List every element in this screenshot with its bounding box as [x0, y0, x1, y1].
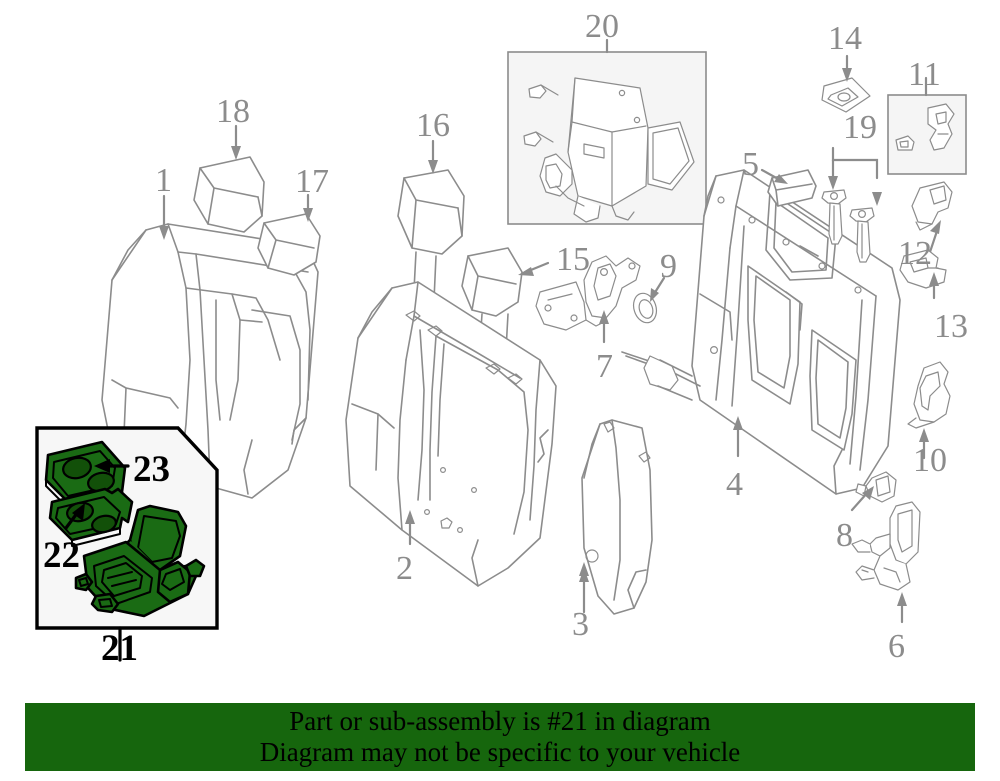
part-3-seat-back-side-trim: [579, 419, 653, 615]
part-2-seat-back-panel: [345, 281, 557, 587]
banner-line-disclaimer: Diagram may not be specific to your vehi…: [259, 737, 741, 767]
diagram-notice-banner: Part or sub-assembly is #21 in diagram D…: [25, 703, 975, 771]
callout-12: 12: [898, 235, 932, 272]
callout-13: 13: [934, 308, 968, 345]
callout-5: 5: [742, 146, 759, 183]
callout-21: 21: [101, 628, 138, 669]
part-10-seat-latch-hook: [907, 361, 951, 460]
part-17-head-restraint-guide-cover: [257, 193, 321, 276]
part-14-escutcheon-bezel: [821, 54, 871, 113]
callout-9: 9: [660, 248, 677, 285]
inset-box-21-highlight: [35, 426, 219, 662]
callout-17: 17: [295, 163, 329, 200]
callout-22: 22: [43, 535, 80, 576]
callout-18: 18: [216, 93, 250, 130]
part-16-head-restraint-large: [397, 139, 465, 301]
callout-19: 19: [843, 109, 877, 146]
part-21-center-armrest-assembly: [74, 504, 206, 618]
part-19-mounting-bolts: [821, 146, 882, 263]
callout-4: 4: [726, 466, 743, 503]
callout-14: 14: [828, 20, 862, 57]
part-9-grommet-washer: [632, 276, 666, 324]
callout-2: 2: [396, 550, 413, 587]
banner-line-part-number: Part or sub-assembly is #21 in diagram: [289, 706, 711, 736]
part-7-seat-back-hinge-bracket: [535, 255, 641, 344]
callout-6: 6: [888, 628, 905, 665]
inset-box-20: [507, 38, 707, 225]
part-13-cable-retainer-clip: [899, 249, 947, 300]
part-6-seat-latch-striker-bracket: [851, 501, 921, 624]
callout-7: 7: [596, 348, 613, 385]
part-15-head-restraint-small: [461, 247, 550, 351]
callout-15: 15: [556, 241, 590, 278]
callout-23: 23: [133, 449, 170, 490]
frame-pivot-rod: [621, 351, 701, 401]
part-5-headrest-guide-cap: [760, 168, 817, 207]
callout-16: 16: [416, 107, 450, 144]
callout-3: 3: [572, 606, 589, 643]
inset-box-11: [887, 76, 967, 175]
callout-8: 8: [836, 517, 853, 554]
part-12-release-lever-bracket: [911, 181, 953, 260]
callout-1: 1: [155, 162, 172, 199]
part-8-pivot-bushing: [850, 471, 897, 512]
part-22-cup-holder-insert: [48, 487, 134, 547]
callout-20: 20: [585, 8, 619, 45]
callout-10: 10: [913, 442, 947, 479]
part-18-head-restraint: [193, 124, 265, 233]
callout-11: 11: [908, 56, 941, 93]
